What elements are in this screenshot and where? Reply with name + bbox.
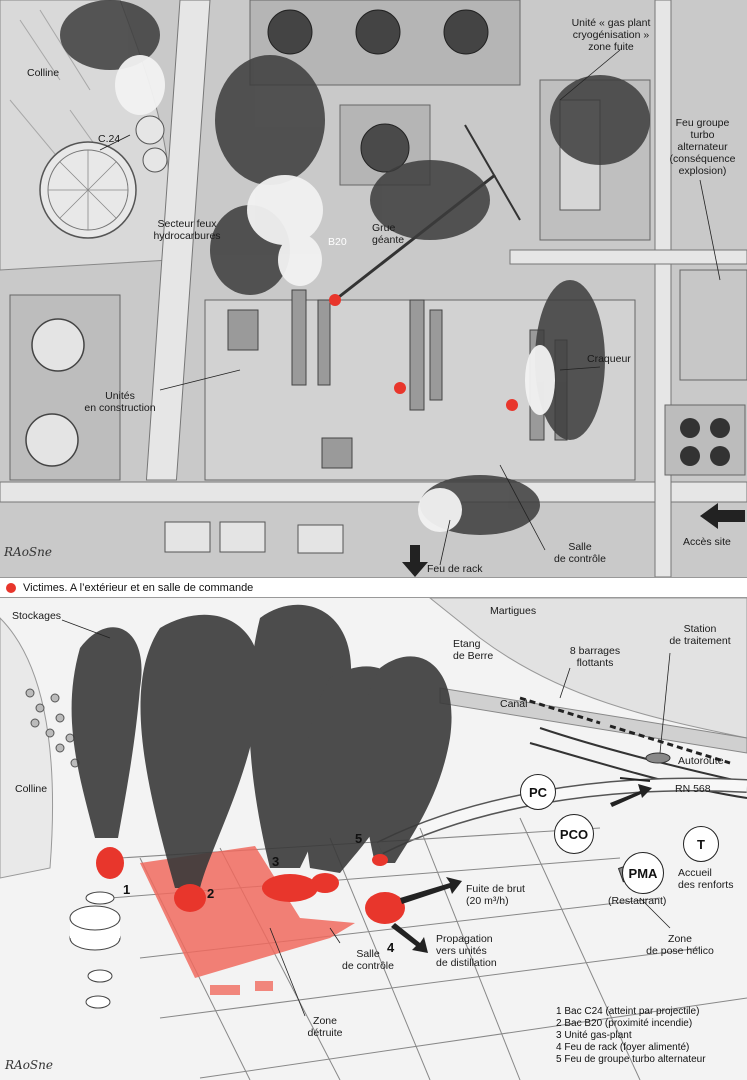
label-station: Station de traitement <box>669 623 731 647</box>
aerial-view-panel: Colline C.24 Unité « gas plant cryogénis… <box>0 0 747 577</box>
victim-markers <box>329 294 518 411</box>
white-smoke <box>115 55 555 532</box>
label-b20: B20 <box>328 236 347 248</box>
victim-dot-icon <box>6 583 16 593</box>
label-gas-plant: Unité « gas plant cryogénisation » zone … <box>571 17 651 53</box>
legend: 1 Bac C24 (atteint par projectile) 2 Bac… <box>556 1006 706 1066</box>
label-colline-top: Colline <box>27 67 60 79</box>
label-stockages: Stockages <box>12 610 62 622</box>
label-canal: Canal <box>500 698 528 710</box>
label-propagation: Propagation vers unités de distillation <box>436 933 497 969</box>
marker-5: 5 <box>355 831 363 846</box>
artist-signature-top: RAoSne <box>4 545 52 559</box>
leader-lines <box>99 49 721 566</box>
smoke-plumes <box>60 0 650 535</box>
marker-2: 2 <box>207 886 215 901</box>
label-accueil: Accueil des renforts <box>678 867 734 891</box>
label-acces: Accès site <box>683 536 731 548</box>
legend-item: 1 Bac C24 (atteint par projectile) <box>556 1006 700 1017</box>
victims-caption: Victimes. A l’extérieur et en salle de c… <box>0 577 747 598</box>
label-craqueur: Craqueur <box>587 353 631 365</box>
storage-tanks <box>69 891 121 1009</box>
reinforcements-arrow <box>610 784 652 807</box>
tank <box>25 413 79 467</box>
tank <box>267 9 313 55</box>
floating-barriers <box>519 696 601 725</box>
label-autoroute: Autoroute <box>678 755 724 767</box>
tank <box>355 9 401 55</box>
caption-text: Victimes. A l’extérieur et en salle de c… <box>23 582 254 594</box>
schematic-map-drawing <box>0 598 747 1080</box>
label-grue: Grue géante <box>372 222 405 246</box>
label-secteur: Secteur feux hydrocarbures <box>153 218 221 242</box>
tank <box>443 9 489 55</box>
label-colline-bottom: Colline <box>15 783 48 795</box>
label-rn568: RN 568 <box>675 783 711 795</box>
marker-4: 4 <box>387 940 395 955</box>
small-tank <box>135 115 165 145</box>
label-feu-turbo: Feu groupe turbo alternateur (conséquenc… <box>669 117 736 177</box>
autoroute <box>529 727 747 799</box>
small-stockages <box>25 688 80 768</box>
artist-signature-bottom: RAoSne <box>5 1058 53 1072</box>
label-c24: C.24 <box>98 133 121 145</box>
label-salle-bottom: Salle de contrôle <box>342 948 394 972</box>
legend-item: 5 Feu de groupe turbo alternateur <box>556 1054 706 1065</box>
down-arrow <box>402 545 428 577</box>
pc-circle: PC <box>520 774 556 810</box>
label-fuite: Fuite de brut (20 m³/h) <box>466 883 525 907</box>
label-zone-helico: Zone de pose hélico <box>646 933 714 957</box>
tank <box>31 318 85 372</box>
hill-bottom <box>0 617 54 879</box>
legend-item: 2 Bac B20 (proximité incendie) <box>556 1018 693 1029</box>
leak-arrow <box>400 877 462 904</box>
propagation-arrow <box>391 923 428 953</box>
pco-circle: PCO <box>554 814 594 854</box>
marker-3: 3 <box>272 854 280 869</box>
turbo-alternator <box>679 269 747 381</box>
tank-b20 <box>360 123 410 173</box>
small-tank <box>142 147 168 173</box>
label-barrages: 8 barrages flottants <box>569 645 621 669</box>
small-tanks-block <box>664 404 746 476</box>
site-access-arrow <box>700 503 745 529</box>
label-martigues: Martigues <box>490 605 537 617</box>
leader-lines-bottom <box>61 619 671 1017</box>
label-feu-rack: Feu de rack <box>427 563 483 575</box>
legend-item: 4 Feu de rack (foyer alimenté) <box>556 1042 690 1053</box>
treatment-station <box>645 752 671 764</box>
label-unites: Unités en construction <box>84 390 156 414</box>
marker-1: 1 <box>123 882 131 897</box>
smoke-columns <box>71 604 452 888</box>
label-etang: Etang de Berre <box>453 638 494 662</box>
legend-item: 3 Unité gas-plant <box>556 1030 632 1041</box>
label-zone-detruite: Zone détruite <box>307 1015 343 1039</box>
label-salle-top: Salle de contrôle <box>554 541 606 565</box>
pma-circle: PMA <box>622 852 664 894</box>
trucks <box>164 521 344 554</box>
schematic-map-panel: Martigues Stockages Etang de Berre 8 bar… <box>0 598 747 1080</box>
etang-de-berre <box>429 598 747 739</box>
fires <box>96 847 405 924</box>
t-circle: T <box>683 826 719 862</box>
aerial-view-drawing <box>0 0 747 577</box>
label-restaurant: (Restaurant) <box>608 895 667 907</box>
